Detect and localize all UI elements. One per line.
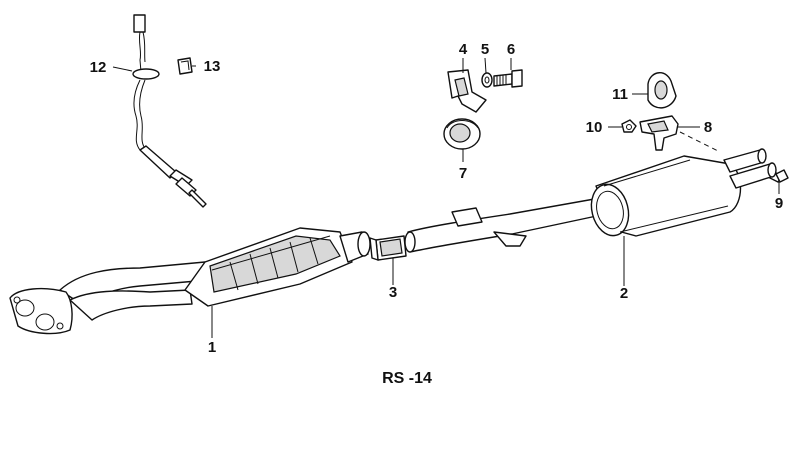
center-pipe	[404, 197, 607, 253]
tailpipes	[723, 148, 777, 189]
callout-5: 5	[481, 41, 489, 58]
rear-bracket-part-8	[639, 115, 679, 151]
sensor-connector	[133, 14, 146, 33]
hanger-bracket-part-4	[447, 69, 487, 113]
converter-outlet-pipe	[339, 231, 371, 263]
callout-10: 10	[586, 119, 603, 136]
sensor-cable-sleeve	[139, 145, 177, 179]
oxygen-sensor-part-12	[132, 14, 207, 208]
callout-6: 6	[507, 41, 515, 58]
nut-part-10	[621, 119, 637, 133]
sensor-grommet	[132, 68, 160, 80]
clamp-part-3	[369, 235, 407, 261]
rear-muffler-part-2	[590, 155, 742, 237]
center-pipe-hanger-bracket	[451, 207, 483, 227]
callout-7: 7	[459, 165, 467, 182]
callout-4: 4	[459, 41, 468, 58]
callout-12: 12	[90, 59, 107, 76]
callout-8: 8	[704, 119, 712, 136]
rubber-mount-part-7	[443, 118, 481, 150]
leader-lines	[112, 57, 780, 338]
callout-2: 2	[620, 285, 628, 302]
bolt-part-6	[493, 69, 523, 88]
callout-9: 9	[775, 195, 783, 212]
rubber-ring-part-11	[647, 72, 677, 109]
catalytic-converter-part-1	[184, 227, 353, 307]
callout-11: 11	[612, 86, 628, 103]
callout-3: 3	[389, 284, 397, 301]
front-flange	[9, 287, 73, 335]
assembly-line-bracket	[679, 131, 721, 153]
callout-13: 13	[204, 58, 221, 75]
washer-part-5	[481, 72, 493, 88]
callout-1: 1	[208, 339, 216, 356]
diagram-caption: RS -14	[382, 370, 432, 387]
sensor-tip	[188, 189, 207, 208]
clip-part-13	[177, 57, 193, 75]
center-pipe-hanger-tab	[493, 231, 527, 247]
